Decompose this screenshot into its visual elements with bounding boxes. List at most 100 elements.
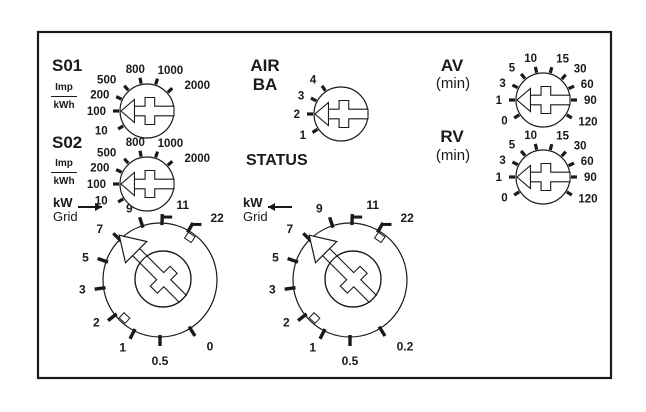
kw-grid-out-tick-label-11: 11	[366, 198, 379, 212]
rv-knob-cross	[529, 162, 571, 192]
av-tick	[567, 84, 575, 91]
kw-grid-out-tick-label-3: 3	[269, 283, 276, 297]
kw-grid-in-marker-22	[183, 231, 196, 244]
kw-grid-out-pointer-arrow	[308, 234, 338, 264]
s01-knob-cross	[133, 96, 175, 126]
rv-tick-label-90: 90	[584, 172, 597, 184]
s01-tick	[123, 84, 130, 92]
s02-unit-kwh: kWh	[53, 176, 75, 187]
kw-grid-out-tick-label-0.5: 0.5	[342, 354, 359, 368]
av-tick	[511, 83, 519, 90]
kw-grid-out-tick-label-0.2: 0.2	[397, 340, 414, 354]
kw-grid-in-tick-label-2: 2	[93, 315, 100, 329]
status-title: STATUS	[246, 152, 308, 169]
arrow-left-icon	[268, 203, 292, 211]
s02-tick	[117, 197, 125, 204]
kw-grid-in-tick-label-9: 9	[126, 201, 133, 215]
kw-grid-out-tick-label-1: 1	[309, 340, 316, 354]
air-title: AIR	[250, 56, 280, 75]
av-tick-label-120: 120	[578, 117, 597, 129]
s01-tick-label-10: 10	[95, 126, 108, 138]
av-tick	[565, 113, 573, 120]
air-ba-tick	[310, 96, 318, 103]
rv-pointer-arrow	[516, 164, 532, 190]
s01-tick-label-2000: 2000	[184, 80, 210, 92]
arrow-right-icon	[78, 203, 102, 211]
kw-grid-in-tick-label-3: 3	[79, 283, 86, 297]
ba-title: BA	[252, 75, 278, 94]
s02-tick-label-1000: 1000	[158, 138, 184, 150]
kw-grid-in-tick-label-5: 5	[82, 251, 89, 265]
air-ba-knob-cross	[327, 99, 369, 129]
av-tick-label-3: 3	[499, 78, 505, 90]
s01-tick	[166, 87, 174, 94]
rv-tick-label-10: 10	[524, 130, 537, 142]
s02-tick	[154, 151, 160, 158]
av-pointer-arrow	[516, 87, 532, 113]
s02-tick	[166, 160, 174, 167]
av-tick	[533, 66, 539, 74]
rv-tick-label-30: 30	[574, 141, 587, 153]
kw-grid-out-tick-label-5: 5	[272, 251, 279, 265]
kw-grid-in-tick-label-0.5: 0.5	[152, 354, 169, 368]
air-ba-tick-label-2: 2	[294, 109, 300, 121]
rv-tick-label-5: 5	[509, 140, 516, 152]
kw-grid-in-marker-2	[118, 312, 131, 325]
s01-tick	[117, 124, 125, 131]
s02-tick-label-2000: 2000	[184, 153, 210, 165]
kw-grid-out-tick	[287, 256, 299, 264]
kw-grid-out-tick-label-22: 22	[401, 211, 415, 225]
av-tick-label-30: 30	[574, 64, 587, 76]
kw-grid-out-tick-label-9: 9	[316, 201, 323, 215]
kw-grid-in-tick-label-0: 0	[207, 340, 214, 354]
kw-grid-in-tick-label-22: 22	[211, 211, 225, 225]
kw-grid-in-tick	[94, 285, 106, 291]
kw-grid-in-tick-label-1: 1	[119, 340, 126, 354]
s02-tick-label-500: 500	[97, 148, 116, 160]
s01-tick-label-800: 800	[126, 64, 145, 76]
av-tick-label-5: 5	[509, 63, 516, 75]
s01-unit-imp: Imp	[51, 83, 77, 97]
av-tick-label-10: 10	[524, 53, 537, 65]
s02-tick	[138, 150, 143, 157]
rv-title: RV	[440, 127, 464, 146]
kw-grid-in-knob-rim	[134, 250, 192, 308]
s01-tick-label-200: 200	[90, 89, 109, 101]
s02-tick	[115, 168, 123, 174]
av-tick	[519, 72, 527, 80]
air-ba-tick-label-4: 4	[310, 74, 317, 86]
kw-grid-in-kw: kW	[53, 195, 73, 210]
rv-tick	[548, 143, 554, 151]
s02-pointer-arrow	[120, 171, 136, 197]
kw-grid-in-tick-label-11: 11	[176, 198, 189, 212]
rv-tick-label-60: 60	[581, 156, 594, 168]
kw-grid-out-marker-2	[308, 312, 321, 325]
av-tick	[548, 66, 554, 74]
rv-tick	[533, 143, 539, 151]
kw-grid-out-knob-rim	[324, 250, 382, 308]
rv-tick-label-3: 3	[499, 155, 505, 167]
s02-tick-label-10: 10	[95, 196, 108, 208]
kw-grid-in-pointer-arrow	[118, 234, 148, 264]
av-title: AV	[440, 56, 464, 75]
rv-tick	[513, 190, 521, 197]
s02-tick-label-100: 100	[87, 179, 106, 191]
av-tick-label-0: 0	[501, 116, 507, 128]
av-tick-label-15: 15	[556, 53, 569, 65]
rv-tick-label-1: 1	[496, 172, 503, 184]
s01-unit-kwh: kWh	[53, 100, 75, 111]
kw-grid-in-tick	[97, 256, 109, 264]
kw-grid-in-tick	[106, 312, 118, 322]
s02-tick	[123, 157, 130, 165]
s01-tick	[138, 77, 143, 84]
